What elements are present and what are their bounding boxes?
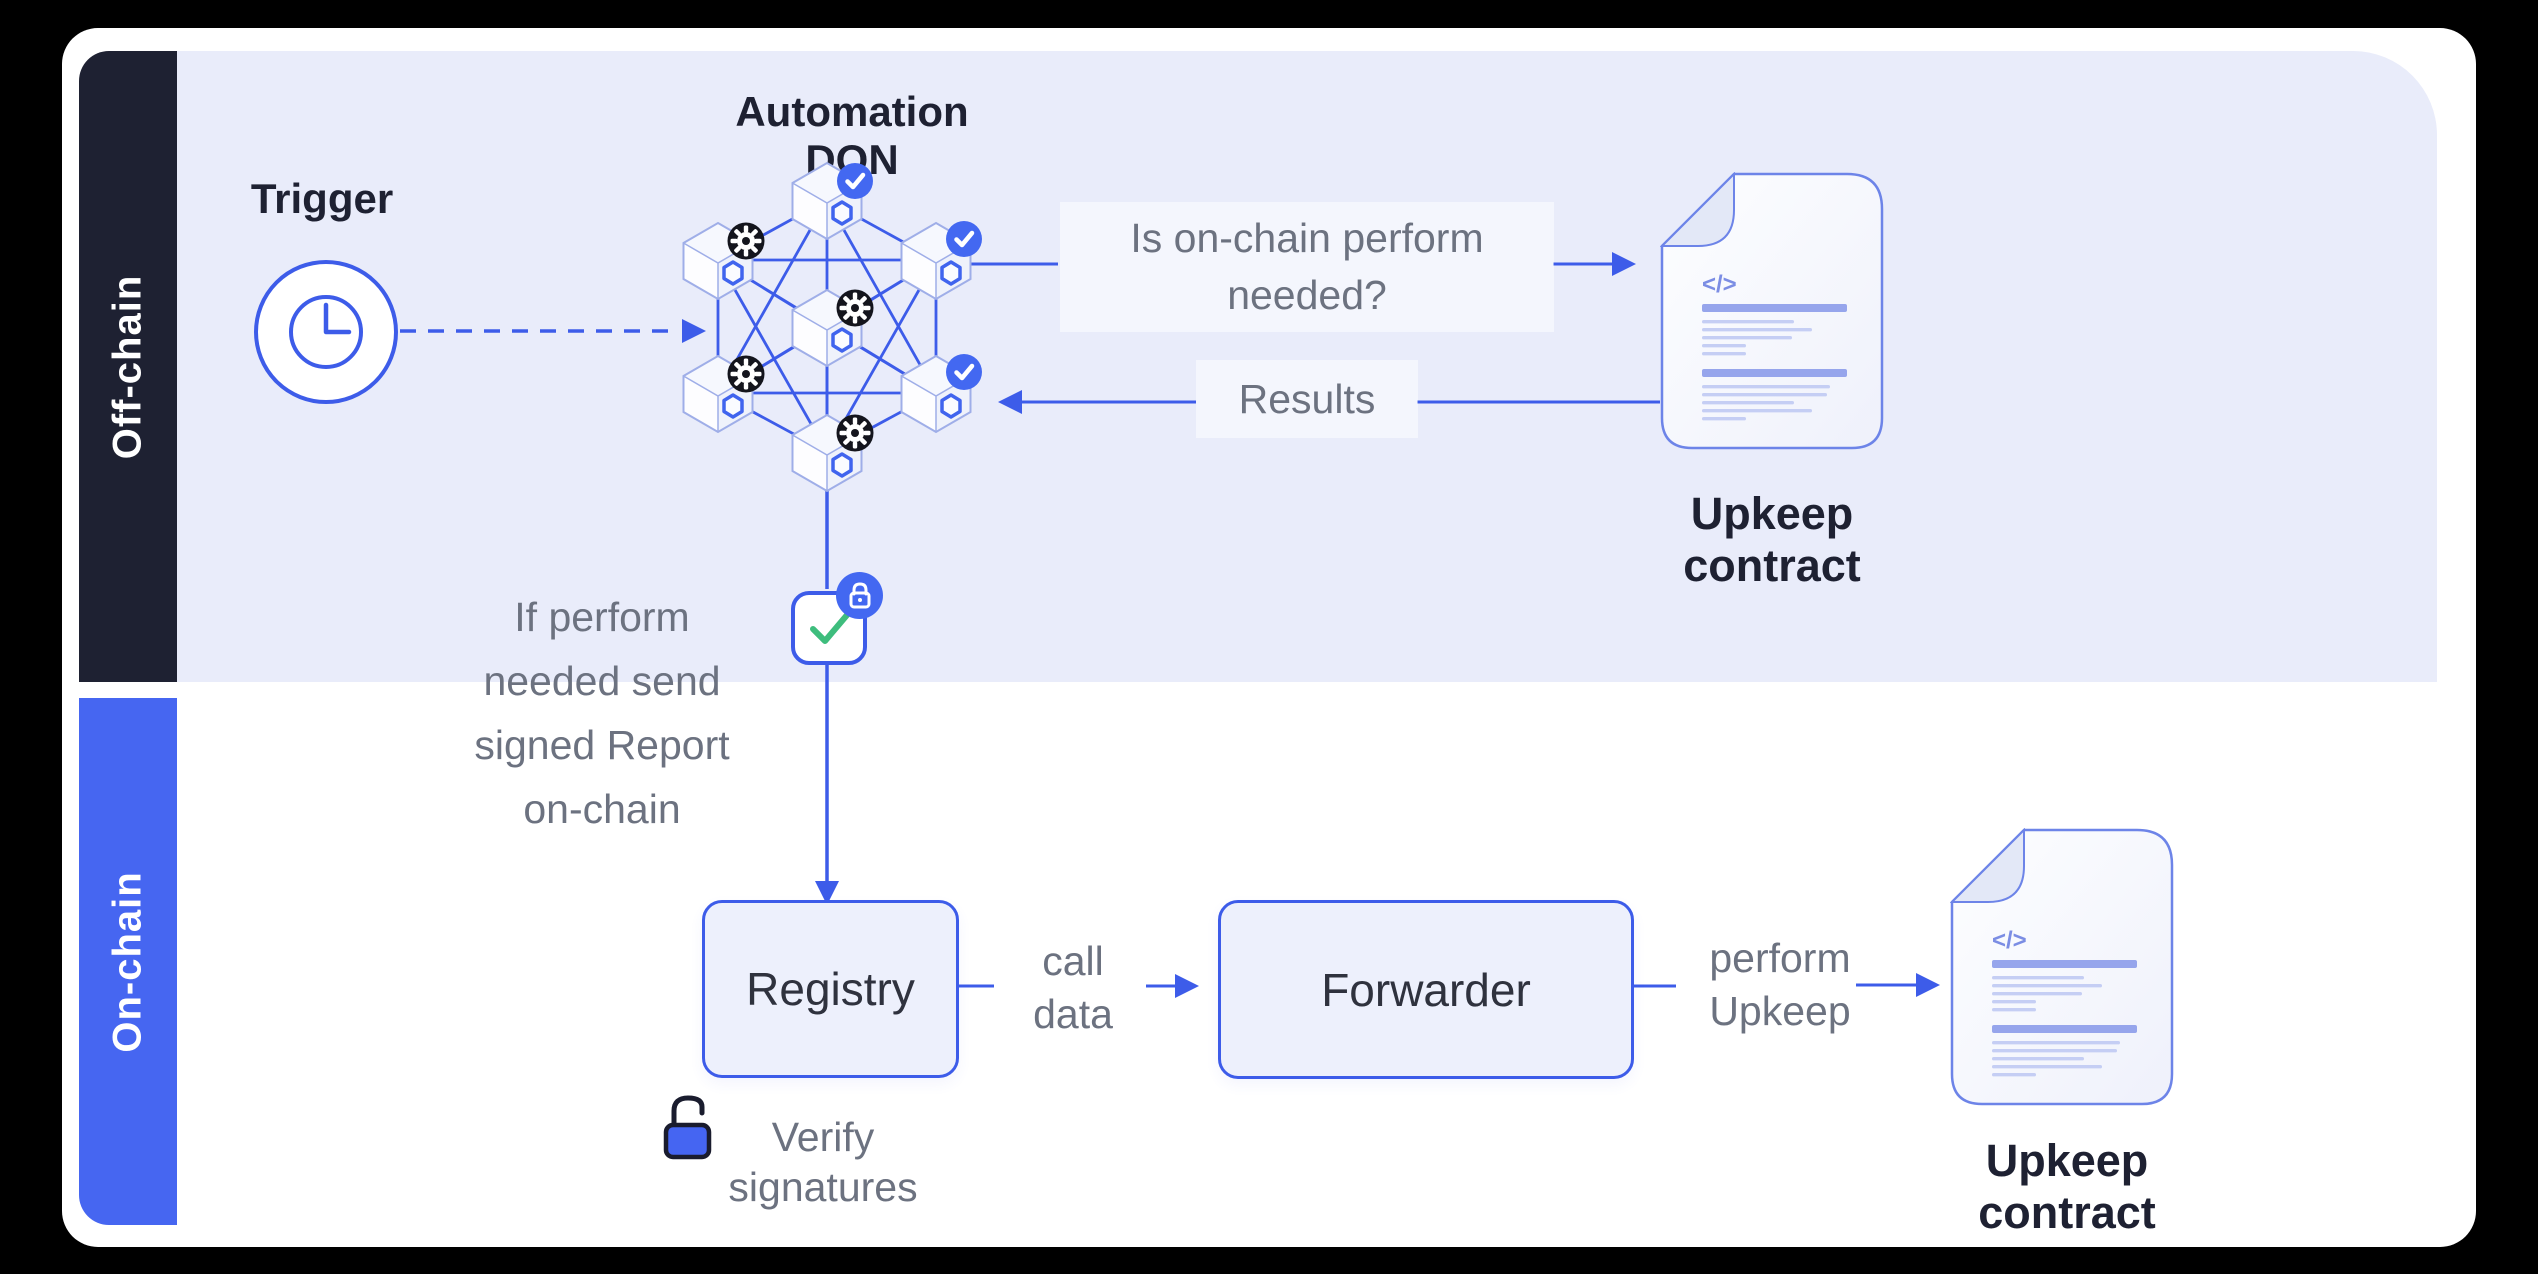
code-glyph: </> xyxy=(1702,271,1737,298)
report-note: If perform needed send signed Report on-… xyxy=(402,585,802,841)
perform-upkeep-line: perform xyxy=(1709,935,1851,981)
upkeep-contract-label-bottom: Upkeep contract xyxy=(1978,1135,2156,1238)
report-note-line: on-chain xyxy=(523,786,681,832)
trigger-clock-icon xyxy=(254,260,398,404)
lock-badge-icon xyxy=(836,572,883,619)
open-padlock-icon xyxy=(663,1095,712,1160)
perform-upkeep-line: Upkeep xyxy=(1709,988,1851,1034)
gear-badge-icon xyxy=(836,289,874,327)
verify-line: signatures xyxy=(728,1164,918,1210)
call-data-label: call data xyxy=(1013,935,1133,1041)
results-box: Results xyxy=(1196,360,1418,438)
forwarder-box: Forwarder xyxy=(1218,900,1634,1079)
gear-badge-icon xyxy=(727,355,765,393)
upkeep-contract-label-top: Upkeep contract xyxy=(1683,488,1861,591)
on-chain-label: On-chain xyxy=(105,870,150,1053)
question-line: needed? xyxy=(1227,272,1387,318)
off-chain-label: Off-chain xyxy=(105,274,150,459)
code-glyph: </> xyxy=(1992,927,2027,954)
check-badge-icon xyxy=(837,163,873,199)
report-note-line: signed Report xyxy=(474,722,730,768)
call-data-line: data xyxy=(1033,991,1113,1037)
question-line: Is on-chain perform xyxy=(1130,215,1484,261)
upkeep-contract-document-icon: </> xyxy=(1950,828,2174,1106)
verify-signatures-label: Verify signatures xyxy=(723,1112,923,1212)
gear-badge-icon xyxy=(727,222,765,260)
green-check-icon xyxy=(810,612,850,644)
sidebar-off-chain: Off-chain xyxy=(79,51,177,682)
registry-box: Registry xyxy=(702,900,959,1078)
check-badge-icon xyxy=(946,221,982,257)
don-network xyxy=(681,120,1020,493)
forwarder-label: Forwarder xyxy=(1321,963,1531,1016)
perform-upkeep-label: perform Upkeep xyxy=(1700,932,1860,1038)
upkeep-contract-document-icon: </> xyxy=(1660,172,1884,450)
results-label: Results xyxy=(1238,375,1376,422)
registry-label: Registry xyxy=(746,963,915,1015)
report-note-line: needed send xyxy=(483,658,721,704)
report-note-line: If perform xyxy=(514,594,690,640)
question-box: Is on-chain perform needed? xyxy=(1060,202,1554,332)
trigger-label: Trigger xyxy=(250,175,394,222)
sidebar-on-chain: On-chain xyxy=(79,698,177,1225)
call-data-line: call xyxy=(1042,938,1104,984)
gear-badge-icon xyxy=(836,414,874,452)
check-badge-icon xyxy=(946,354,982,390)
verify-line: Verify xyxy=(771,1114,875,1160)
